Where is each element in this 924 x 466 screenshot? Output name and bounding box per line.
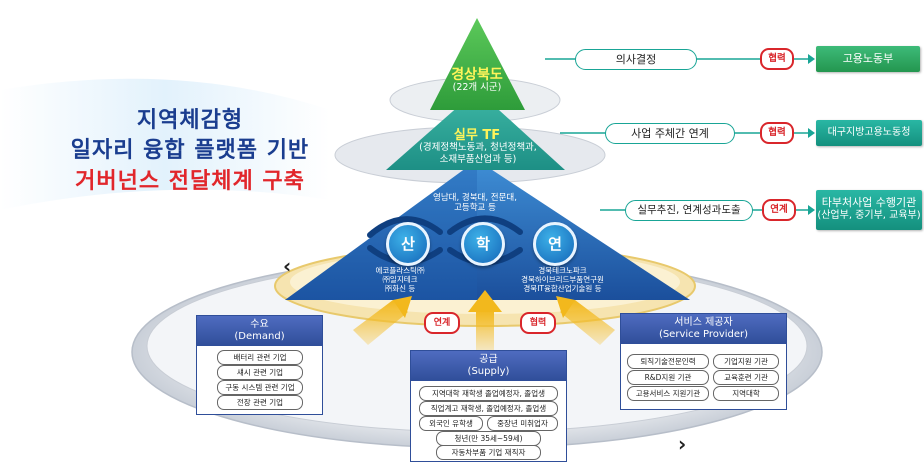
swirl-mid <box>447 215 523 235</box>
arrow-head-3 <box>808 205 815 215</box>
title-line-2: 일자리 융합 플랫폼 기반 <box>70 138 310 163</box>
provider-item: 퇴직기술전문인력 <box>627 354 709 369</box>
arrow-up-left-head <box>393 296 412 318</box>
arrow-up-center-head <box>468 290 502 312</box>
pyramid-top <box>430 18 525 110</box>
institutes-line-2: 경북하이브리드부품연구원 <box>521 275 604 284</box>
pyramid-middle <box>386 90 565 170</box>
ring-arrow-left-icon: ‹ <box>283 254 292 278</box>
university-line-1: 영남대, 경북대, 전문대, <box>433 193 517 203</box>
industry-circle: 산 <box>386 222 430 266</box>
demand-title: 수요 <box>250 319 269 330</box>
demand-item: 섀시 관련 기업 <box>217 365 303 380</box>
provider-item: 지역대학 <box>713 386 779 401</box>
provider-item: R&D지원 기관 <box>627 370 709 385</box>
link-badge-right: 협력 <box>520 312 556 334</box>
demand-header: 수요 (Demand) <box>197 316 322 346</box>
title-line-3: 거버넌스 전달체계 구축 <box>75 169 305 194</box>
demand-title-en: (Demand) <box>234 331 285 342</box>
linkage-pill: 사업 주체간 연계 <box>605 123 735 144</box>
arrow-up-left <box>353 300 408 345</box>
supply-title: 공급 <box>479 354 498 365</box>
title-line-1: 지역체감형 <box>136 108 244 133</box>
middle-tier-sub-1: (경제정책노동과, 청년정책과, <box>419 142 537 153</box>
institutes-line-3: 경북IT융합산업기술원 등 <box>523 284 602 293</box>
ring-arrow-right-icon: › <box>678 432 687 456</box>
provider-item: 교육훈련 기관 <box>713 370 779 385</box>
arrow-up-right-head <box>556 296 575 318</box>
link-badge-left: 연계 <box>424 312 460 334</box>
provider-item: 고용서비스 지원기관 <box>627 386 709 401</box>
middle-tier-title: 실무 TF <box>453 128 501 143</box>
middle-tier-sub-2: 소재부품산업과 등) <box>439 154 517 165</box>
supply-item: 자동차부품 기업 재직자 <box>436 445 541 460</box>
top-tier-title: 경상북도 <box>451 67 503 83</box>
title-swoosh <box>0 78 330 210</box>
provider-header: 서비스 제공자 (Service Provider) <box>621 314 786 344</box>
demand-item: 구동 시스템 관련 기업 <box>217 380 303 395</box>
university-line-2: 고등학교 등 <box>454 203 496 213</box>
decision-pill: 의사결정 <box>575 49 697 70</box>
swirl-left <box>367 216 443 238</box>
institutes-line-1: 경북테크노파크 <box>538 266 587 275</box>
other-ministries-box: 타부처사업 수행기관 (산업부, 중기부, 교육부) <box>816 190 922 230</box>
demand-item: 배터리 관련 기업 <box>217 350 303 365</box>
ministry-box: 고용노동부 <box>816 46 920 72</box>
supply-item: 직업계고 재학생, 졸업예정자, 졸업생 <box>419 401 558 416</box>
companies-line-1: 에코플라스틱㈜ <box>375 266 425 275</box>
supply-item: 외국인 유학생 <box>419 416 483 431</box>
linkage-badge: 연계 <box>762 199 796 221</box>
supply-item: 지역대학 재학생 졸업예정자, 졸업생 <box>419 386 558 401</box>
regional-office-box: 대구지방고용노동청 <box>816 120 922 146</box>
demand-item: 전장 관련 기업 <box>217 395 303 410</box>
arrow-up-right <box>560 300 615 345</box>
execution-pill: 실무추진, 연계성과도출 <box>625 200 753 221</box>
academia-circle: 학 <box>461 222 505 266</box>
other-ministries-line-1: 타부처사업 수행기관 <box>821 196 917 209</box>
cooperation-badge-2: 협력 <box>760 122 794 144</box>
supply-item: 청년(만 35세~59세) <box>436 431 541 446</box>
supply-item: 중장년 미취업자 <box>487 416 558 431</box>
provider-item: 기업지원 기관 <box>713 354 779 369</box>
top-tier-sub: (22개 시군) <box>452 82 502 93</box>
demand-panel: 수요 (Demand) 배터리 관련 기업 섀시 관련 기업 구동 시스템 관련… <box>196 315 323 415</box>
supply-header: 공급 (Supply) <box>411 351 566 381</box>
arrow-head-1 <box>808 54 815 64</box>
cooperation-badge-1: 협력 <box>760 48 794 70</box>
supply-title-en: (Supply) <box>467 366 510 377</box>
provider-title-en: (Service Provider) <box>658 329 749 340</box>
research-circle: 연 <box>533 222 577 266</box>
provider-title: 서비스 제공자 <box>674 317 733 328</box>
companies-line-3: ㈜화신 등 <box>384 284 416 293</box>
other-ministries-line-2: (산업부, 중기부, 교육부) <box>817 210 921 221</box>
supply-panel: 공급 (Supply) 지역대학 재학생 졸업예정자, 졸업생 직업계고 재학생… <box>410 350 567 462</box>
arrow-up-center <box>476 310 494 350</box>
arrow-head-2 <box>808 128 815 138</box>
companies-line-2: ㈜일지테크 <box>382 275 418 284</box>
provider-panel: 서비스 제공자 (Service Provider) 퇴직기술전문인력 기업지원… <box>620 313 787 410</box>
